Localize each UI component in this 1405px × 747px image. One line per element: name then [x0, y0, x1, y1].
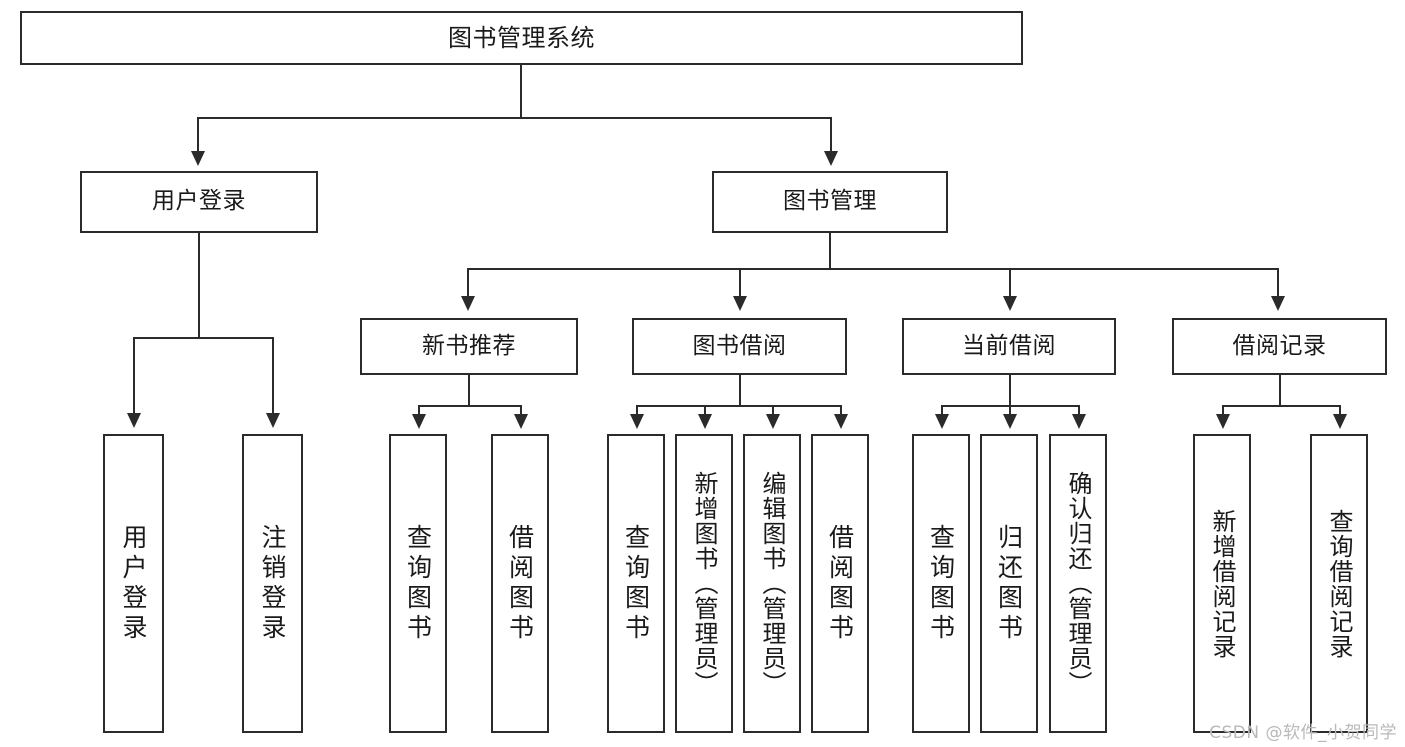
connector-root-bar	[197, 117, 832, 119]
node-label: 图书管理	[783, 188, 877, 215]
connector-borrowrecord-bar	[1222, 405, 1341, 407]
node-borrow-record[interactable]: 借阅记录	[1172, 318, 1387, 375]
arrow-icon-bookborrow-leaf3	[766, 414, 780, 429]
arrow-icon-bookmgmt-c1	[461, 296, 475, 311]
node-user-login[interactable]: 用户登录	[80, 171, 318, 233]
arrow-icon-currentborrow-leaf3	[1072, 414, 1086, 429]
arrow-icon-bookmgmt-c2	[733, 296, 747, 311]
arrow-icon-currentborrow-leaf2	[1003, 414, 1017, 429]
leaf-user-login[interactable]: 用户登录	[103, 434, 164, 733]
connector-newbook-stem	[468, 375, 470, 406]
node-label: 新书推荐	[422, 332, 516, 359]
connector-root-to-login	[197, 117, 199, 151]
connector-bookmgmt-to-c4	[1277, 268, 1279, 298]
arrow-icon-borrowrecord-leaf2	[1333, 414, 1347, 429]
node-label: 归还图书	[994, 523, 1024, 644]
watermark-text: CSDN @软件_小贺同学	[1209, 723, 1397, 743]
connector-bookmgmt-to-c2	[739, 268, 741, 298]
node-label: 当前借阅	[962, 332, 1056, 359]
node-label: 用户登录	[152, 188, 246, 215]
connector-login-stem	[198, 233, 200, 338]
connector-borrowrecord-stem	[1279, 375, 1281, 406]
node-label: 注销登录	[258, 523, 287, 644]
node-label: 确认归还（管理员）	[1064, 471, 1092, 696]
connector-borrowrecord-to-leaf1	[1222, 405, 1224, 416]
leaf-bookborrow-add-book[interactable]: 新增图书（管理员）	[675, 434, 733, 733]
connector-bookmgmt-to-c3	[1009, 268, 1011, 298]
connector-newbook-bar	[418, 405, 522, 407]
node-label: 借阅图书	[825, 523, 855, 644]
leaf-currentborrow-return-book[interactable]: 归还图书	[980, 434, 1038, 733]
arrow-icon-bookborrow-leaf1	[630, 414, 644, 429]
arrow-icon-login-leaf2	[266, 413, 280, 428]
connector-login-to-leaf2	[272, 337, 274, 415]
node-label: 借阅图书	[505, 523, 535, 644]
node-label: 借阅记录	[1232, 332, 1327, 359]
node-label: 查询图书	[403, 523, 433, 644]
leaf-borrowrecord-query-record[interactable]: 查询借阅记录	[1310, 434, 1368, 733]
leaf-currentborrow-query-book[interactable]: 查询图书	[912, 434, 970, 733]
arrow-icon-root-to-login	[191, 151, 205, 166]
node-label: 图书借阅	[692, 332, 787, 359]
node-current-borrow[interactable]: 当前借阅	[902, 318, 1116, 375]
connector-currentborrow-to-leaf1	[941, 405, 943, 416]
arrow-icon-newbook-leaf1	[412, 414, 426, 429]
connector-bookborrow-to-leaf4	[840, 405, 842, 416]
node-label: 用户登录	[119, 523, 148, 644]
node-label: 查询图书	[621, 523, 651, 644]
connector-currentborrow-to-leaf3	[1078, 405, 1080, 416]
connector-bookmgmt-to-c1	[467, 268, 469, 298]
arrow-icon-bookmgmt-c3	[1003, 296, 1017, 311]
node-label: 查询借阅记录	[1325, 508, 1353, 659]
connector-bookborrow-to-leaf2	[704, 405, 706, 416]
arrow-icon-login-leaf1	[127, 413, 141, 428]
node-book-management[interactable]: 图书管理	[712, 171, 948, 233]
connector-bookborrow-bar	[636, 405, 842, 407]
leaf-bookborrow-borrow-book[interactable]: 借阅图书	[811, 434, 869, 733]
leaf-borrowrecord-add-record[interactable]: 新增借阅记录	[1193, 434, 1251, 733]
arrow-icon-bookborrow-leaf2	[698, 414, 712, 429]
arrow-icon-newbook-leaf2	[514, 414, 528, 429]
connector-login-bar	[133, 337, 274, 339]
node-label: 图书管理系统	[448, 23, 595, 52]
connector-root-stem	[520, 65, 522, 118]
leaf-bookborrow-edit-book[interactable]: 编辑图书（管理员）	[743, 434, 801, 733]
arrow-icon-currentborrow-leaf1	[935, 414, 949, 429]
leaf-bookborrow-query-book[interactable]: 查询图书	[607, 434, 665, 733]
arrow-icon-root-to-bookmgmt	[824, 151, 838, 166]
arrow-icon-bookborrow-leaf4	[834, 414, 848, 429]
connector-bookborrow-to-leaf1	[636, 405, 638, 416]
connector-newbook-to-leaf2	[520, 405, 522, 416]
connector-currentborrow-stem	[1009, 375, 1011, 406]
connector-bookmgmt-bar	[467, 268, 1278, 270]
node-label: 新增图书（管理员）	[690, 471, 718, 696]
connector-login-to-leaf1	[133, 337, 135, 415]
connector-bookmgmt-stem	[829, 233, 831, 269]
leaf-user-logout[interactable]: 注销登录	[242, 434, 303, 733]
connector-root-to-bookmgmt	[830, 117, 832, 151]
leaf-currentborrow-confirm-return[interactable]: 确认归还（管理员）	[1049, 434, 1107, 733]
node-book-borrow[interactable]: 图书借阅	[632, 318, 847, 375]
connector-bookborrow-stem	[739, 375, 741, 406]
node-label: 查询图书	[926, 523, 956, 644]
connector-borrowrecord-to-leaf2	[1339, 405, 1341, 416]
leaf-newbook-borrow-book[interactable]: 借阅图书	[491, 434, 549, 733]
connector-currentborrow-to-leaf2	[1009, 405, 1011, 416]
arrow-icon-bookmgmt-c4	[1271, 296, 1285, 311]
node-label: 编辑图书（管理员）	[758, 471, 786, 696]
arrow-icon-borrowrecord-leaf1	[1216, 414, 1230, 429]
node-root-system[interactable]: 图书管理系统	[20, 11, 1023, 65]
node-new-book-recommend[interactable]: 新书推荐	[360, 318, 578, 375]
node-label: 新增借阅记录	[1208, 508, 1236, 659]
connector-bookborrow-to-leaf3	[772, 405, 774, 416]
leaf-newbook-query-book[interactable]: 查询图书	[389, 434, 447, 733]
connector-newbook-to-leaf1	[418, 405, 420, 416]
